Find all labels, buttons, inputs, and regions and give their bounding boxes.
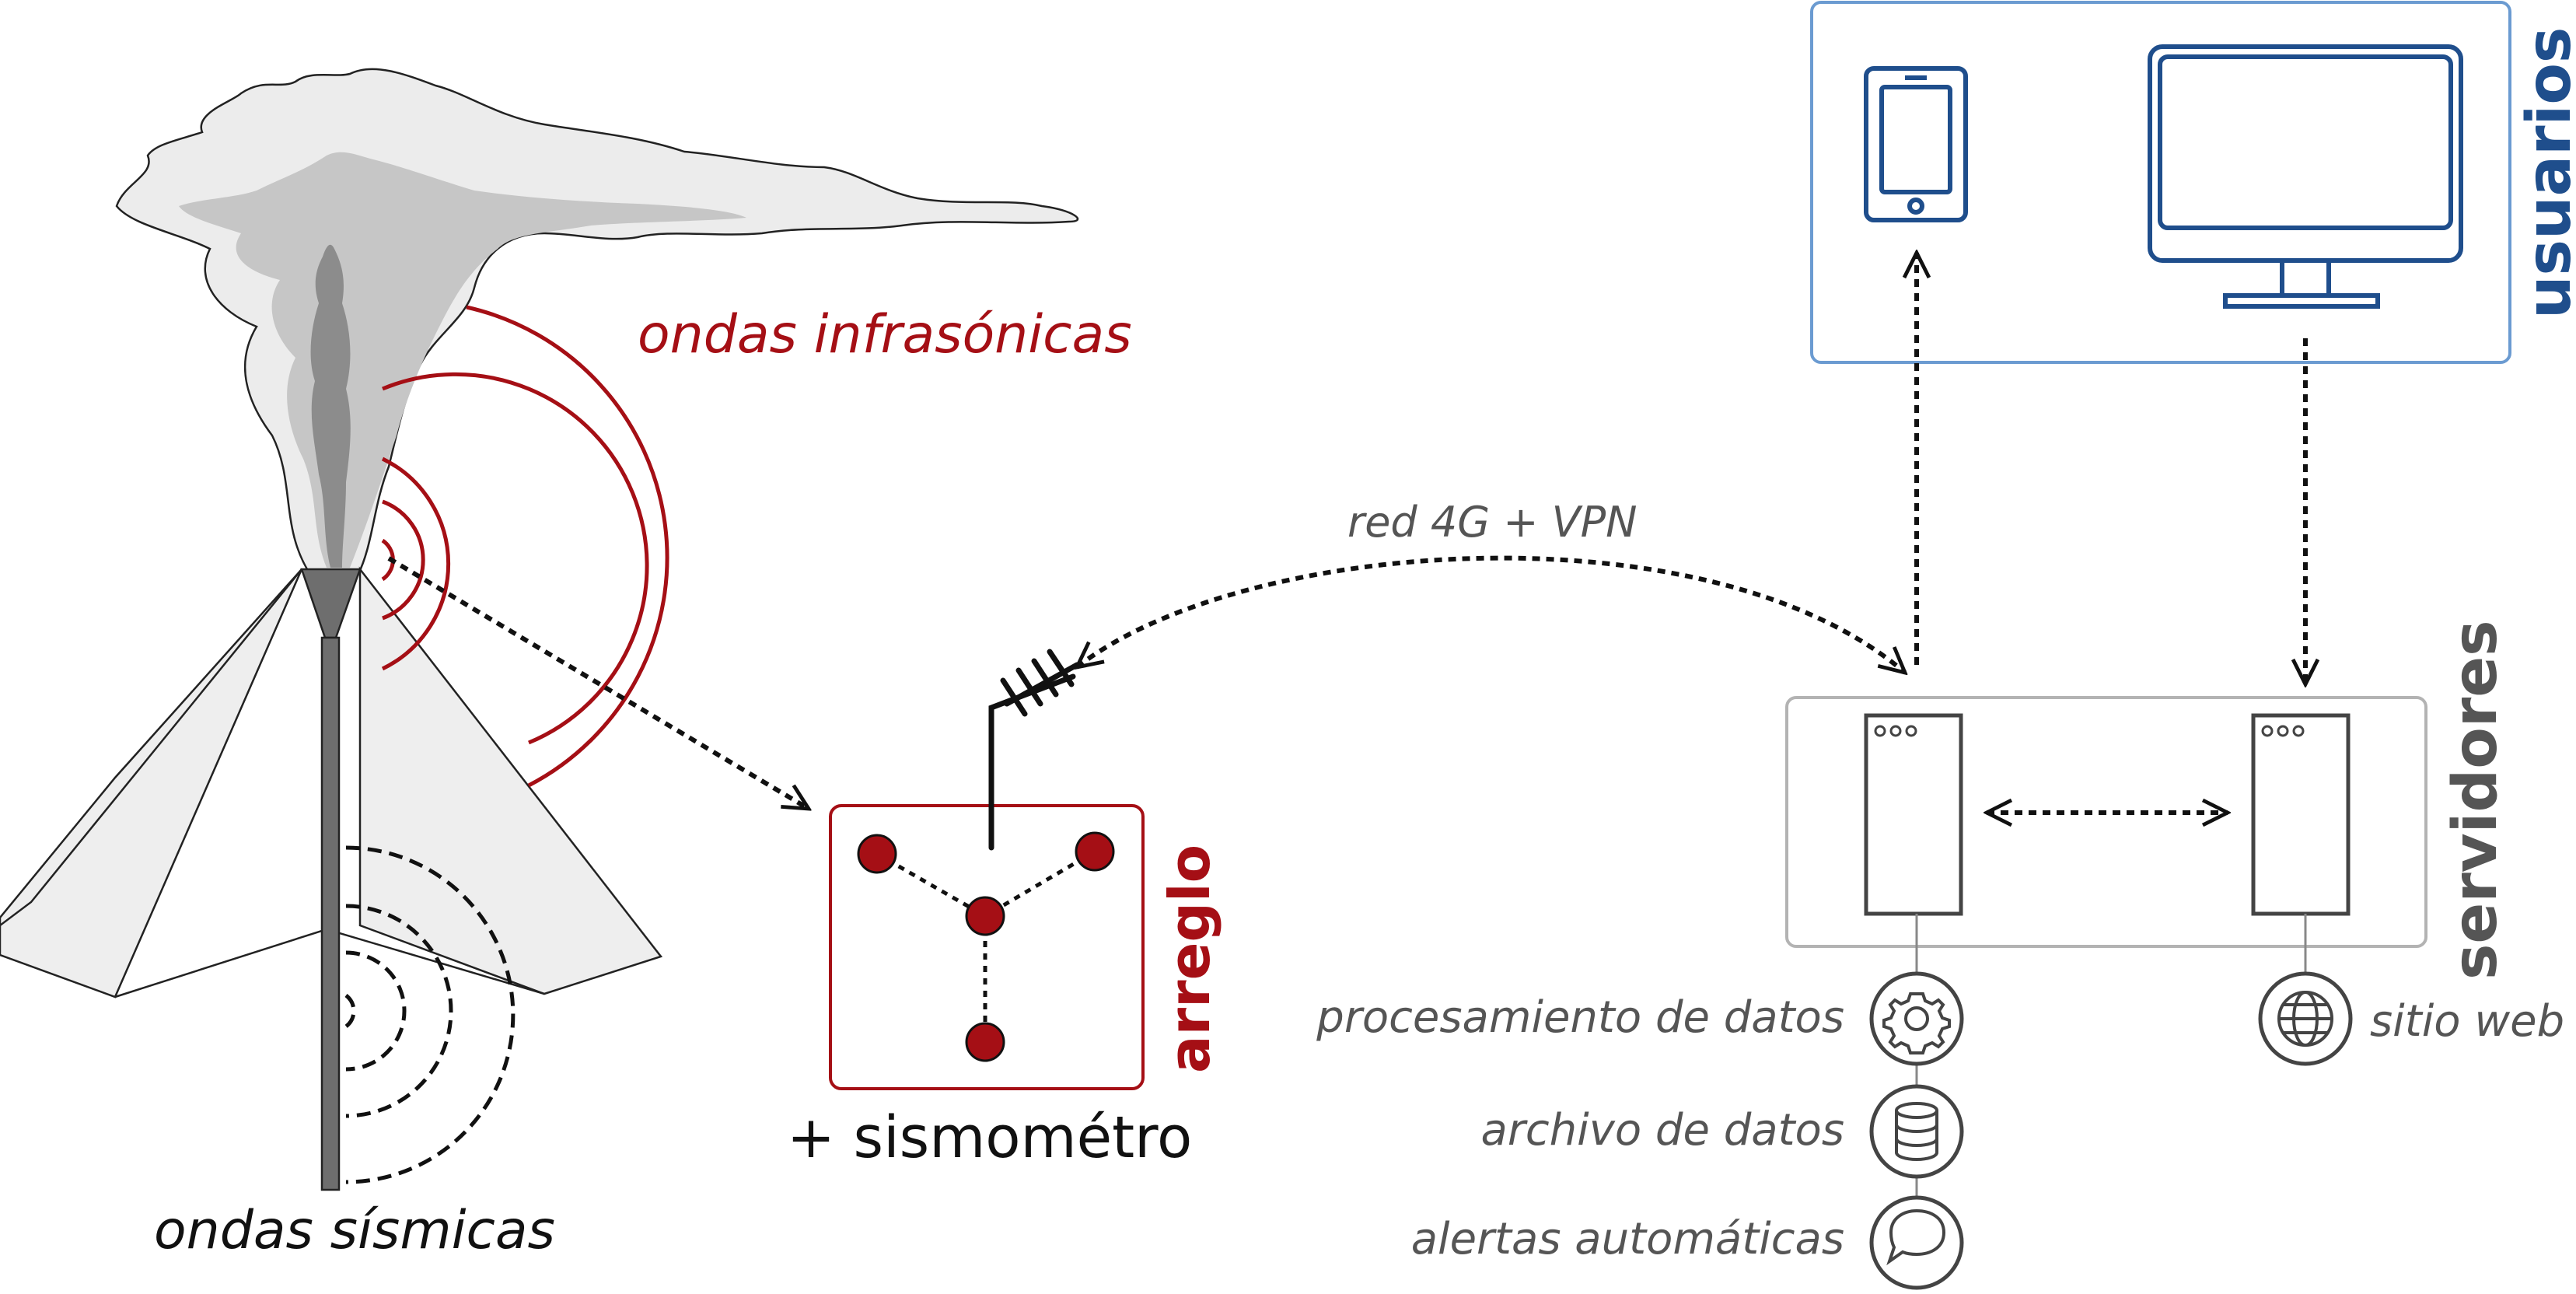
server-icon	[2251, 713, 2351, 916]
seismic-label: ondas sísmicas	[154, 1200, 555, 1261]
gear-icon	[1869, 971, 1964, 1066]
sensor-node	[965, 1022, 1005, 1062]
speech-bubble-icon	[1869, 1195, 1964, 1290]
sensor-node	[965, 896, 1005, 936]
globe-icon	[2258, 971, 2353, 1066]
alerts-label: alertas automáticas	[1411, 1214, 1844, 1264]
sensor-node	[1075, 831, 1115, 872]
network-label: red 4G + VPN	[1347, 498, 1638, 547]
database-icon	[1869, 1084, 1964, 1179]
array-label: arreglo	[1157, 845, 1222, 1073]
seismometer-label: + sismométro	[787, 1104, 1192, 1171]
infrasound-waves	[381, 305, 669, 788]
archive-label: archivo de datos	[1481, 1105, 1844, 1156]
volcano-cone-left	[0, 568, 303, 998]
servers-box	[1785, 696, 2427, 948]
volcano	[0, 68, 1079, 1191]
seismic-waves	[344, 845, 516, 1184]
processing-label: procesamiento de datos	[1316, 992, 1844, 1043]
antenna-icon	[988, 649, 1080, 851]
tablet-icon	[1864, 66, 1968, 222]
users-box	[1810, 1, 2511, 364]
ash-plume-core	[310, 244, 351, 568]
server-icon	[1864, 713, 1963, 916]
website-label: sitio web	[2370, 996, 2564, 1047]
array-box	[829, 804, 1145, 1090]
network-link-arrow	[1077, 555, 1905, 673]
sensor-node	[857, 834, 897, 874]
users-label: usuarios	[2515, 27, 2576, 319]
servers-label: servidores	[2441, 620, 2511, 980]
infrasound-to-array-arrow	[387, 556, 809, 809]
monitor-icon	[2148, 44, 2463, 309]
volcano-vent	[300, 568, 362, 639]
infrasound-label: ondas infrasónicas	[638, 304, 1132, 365]
magma-conduit	[320, 636, 341, 1191]
